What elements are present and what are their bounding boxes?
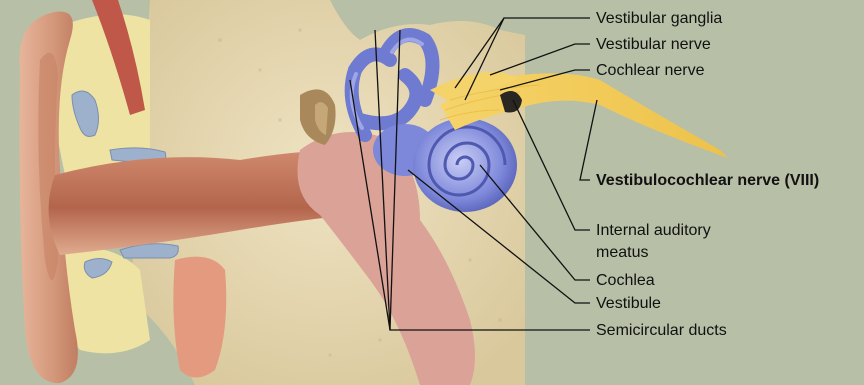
label-vestibular-ganglia: Vestibular ganglia xyxy=(596,8,722,29)
label-cochlear-nerve: Cochlear nerve xyxy=(596,60,705,81)
label-vestibular-nerve: Vestibular nerve xyxy=(596,34,711,55)
label-semicircular-ducts: Semicircular ducts xyxy=(596,320,727,341)
label-vestibule: Vestibule xyxy=(596,293,661,314)
label-cochlea: Cochlea xyxy=(596,270,655,291)
label-vestibulocochlear-nerve: Vestibulocochlear nerve (VIII) xyxy=(596,170,819,191)
leader-vestibulocochlear xyxy=(580,100,597,180)
cochlea-body xyxy=(413,118,517,212)
lower-tissue xyxy=(173,257,226,378)
label-internal-auditory-meatus-1: Internal auditory xyxy=(596,220,711,241)
label-internal-auditory-meatus-2: meatus xyxy=(596,242,648,263)
